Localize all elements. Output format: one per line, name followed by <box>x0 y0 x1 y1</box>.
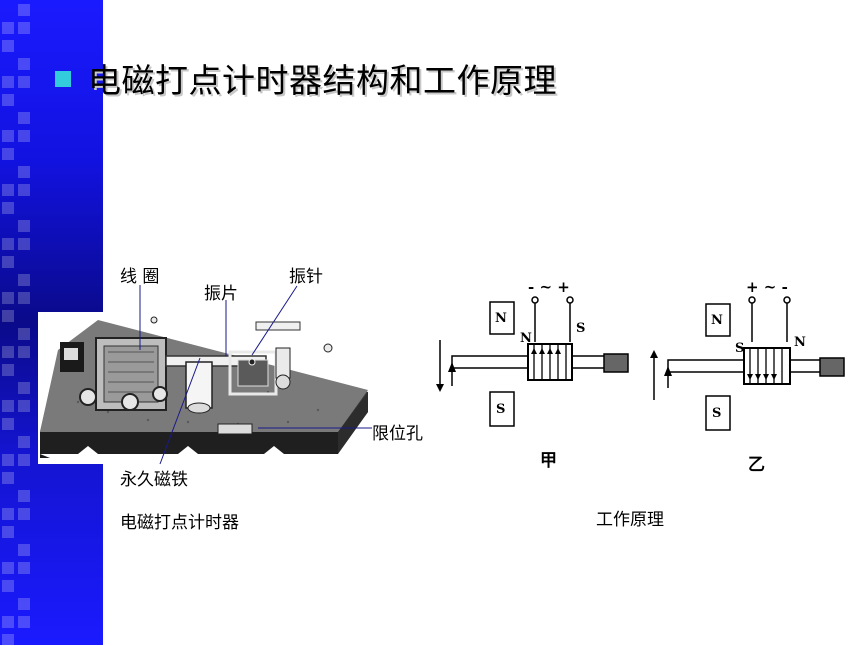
label-permanent-magnet: 永久磁铁 <box>120 470 188 490</box>
label-limit-hole: 限位孔 <box>372 424 423 444</box>
label-coil: 线 圈 <box>120 267 160 287</box>
diagram-a-terminals: - ~ + <box>528 278 570 296</box>
diagram-a-coil-right: S <box>576 321 585 336</box>
timer-device-illustration <box>38 312 372 464</box>
title-bullet <box>55 71 71 87</box>
diagram-a-magnet-bottom: S <box>496 402 505 417</box>
diagram-b-name: 乙 <box>748 455 765 475</box>
label-vibrating-plate: 振片 <box>204 284 238 304</box>
label-vibrating-needle: 振针 <box>289 267 323 287</box>
caption-device: 电磁打点计时器 <box>120 513 239 533</box>
diagram-b-terminals: + ~ - <box>746 278 788 296</box>
diagram-a-name: 甲 <box>540 451 557 471</box>
slide-title: 电磁打点计时器结构和工作原理 <box>88 61 557 100</box>
diagram-b-coil-left: S <box>735 341 744 356</box>
working-principle-diagram: - ~ + N S N S 甲 + ~ - <box>436 278 845 475</box>
diagram-b-magnet-bottom: S <box>712 406 721 421</box>
side-decor-squares <box>2 0 42 646</box>
diagram-a-coil-left: N <box>520 331 532 346</box>
diagram-b-coil-right: N <box>794 335 806 350</box>
diagram-a-magnet-top: N <box>495 311 507 326</box>
caption-principle: 工作原理 <box>596 510 664 530</box>
diagram-b-magnet-top: N <box>711 313 723 328</box>
